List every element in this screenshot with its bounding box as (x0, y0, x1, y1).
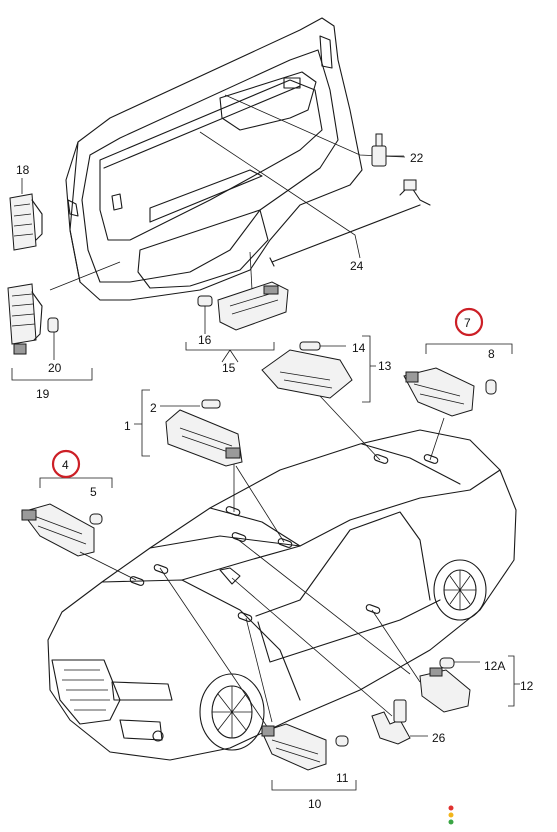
label-13: 13 (378, 359, 392, 373)
part-26 (371, 699, 428, 745)
bracket-19 (11, 368, 93, 381)
label-14: 14 (352, 341, 366, 355)
part-20-bulb (47, 317, 59, 360)
status-dot-red (448, 805, 454, 811)
car-body (47, 429, 517, 761)
label-19: 19 (36, 387, 50, 401)
label-15: 15 (222, 361, 236, 375)
leader-door-lamp (49, 261, 121, 291)
bracket-12 (508, 655, 520, 707)
part-1-lamp (160, 399, 243, 467)
bracket-10 (271, 780, 357, 791)
car-leaders (79, 395, 445, 729)
part-22 (371, 133, 404, 167)
car-wheels (199, 559, 487, 751)
part-19-lamp (7, 283, 43, 355)
part-15-lamp (197, 281, 289, 334)
label-16: 16 (198, 333, 212, 347)
label-12: 12 (520, 679, 534, 693)
part-4-lamp (21, 503, 103, 557)
label-8: 8 (488, 347, 495, 361)
label-22: 22 (410, 151, 424, 165)
highlight-circle-4 (51, 449, 81, 479)
part-13-lamp (261, 341, 353, 399)
part-18 (9, 178, 43, 251)
label-12A: 12A (484, 659, 505, 673)
bracket-7 (425, 343, 513, 354)
label-24: 24 (350, 259, 364, 273)
door-panel (65, 17, 363, 301)
label-20: 20 (48, 361, 62, 375)
part-12-lamp (419, 657, 480, 713)
bracket-15 (185, 342, 275, 363)
highlight-circle-7 (454, 307, 484, 337)
label-4: 4 (62, 458, 69, 472)
bracket-4 (39, 477, 113, 488)
label-26: 26 (432, 731, 446, 745)
label-5: 5 (90, 485, 97, 499)
bracket-1 (134, 389, 150, 457)
leader-15 (249, 251, 253, 291)
part-24-cable (269, 179, 431, 267)
label-7: 7 (464, 316, 471, 330)
bracket-13 (362, 335, 376, 403)
label-11: 11 (336, 771, 349, 785)
part-7-lamp (403, 367, 497, 417)
label-2: 2 (150, 401, 157, 415)
car-lamp-spots (129, 454, 439, 622)
part-10-lamp (261, 723, 349, 771)
label-1: 1 (124, 419, 131, 433)
label-10: 10 (308, 797, 322, 811)
label-18: 18 (16, 163, 30, 177)
status-dot-green (448, 819, 454, 825)
leader-24 (199, 131, 361, 259)
status-dot-yellow (448, 812, 454, 818)
